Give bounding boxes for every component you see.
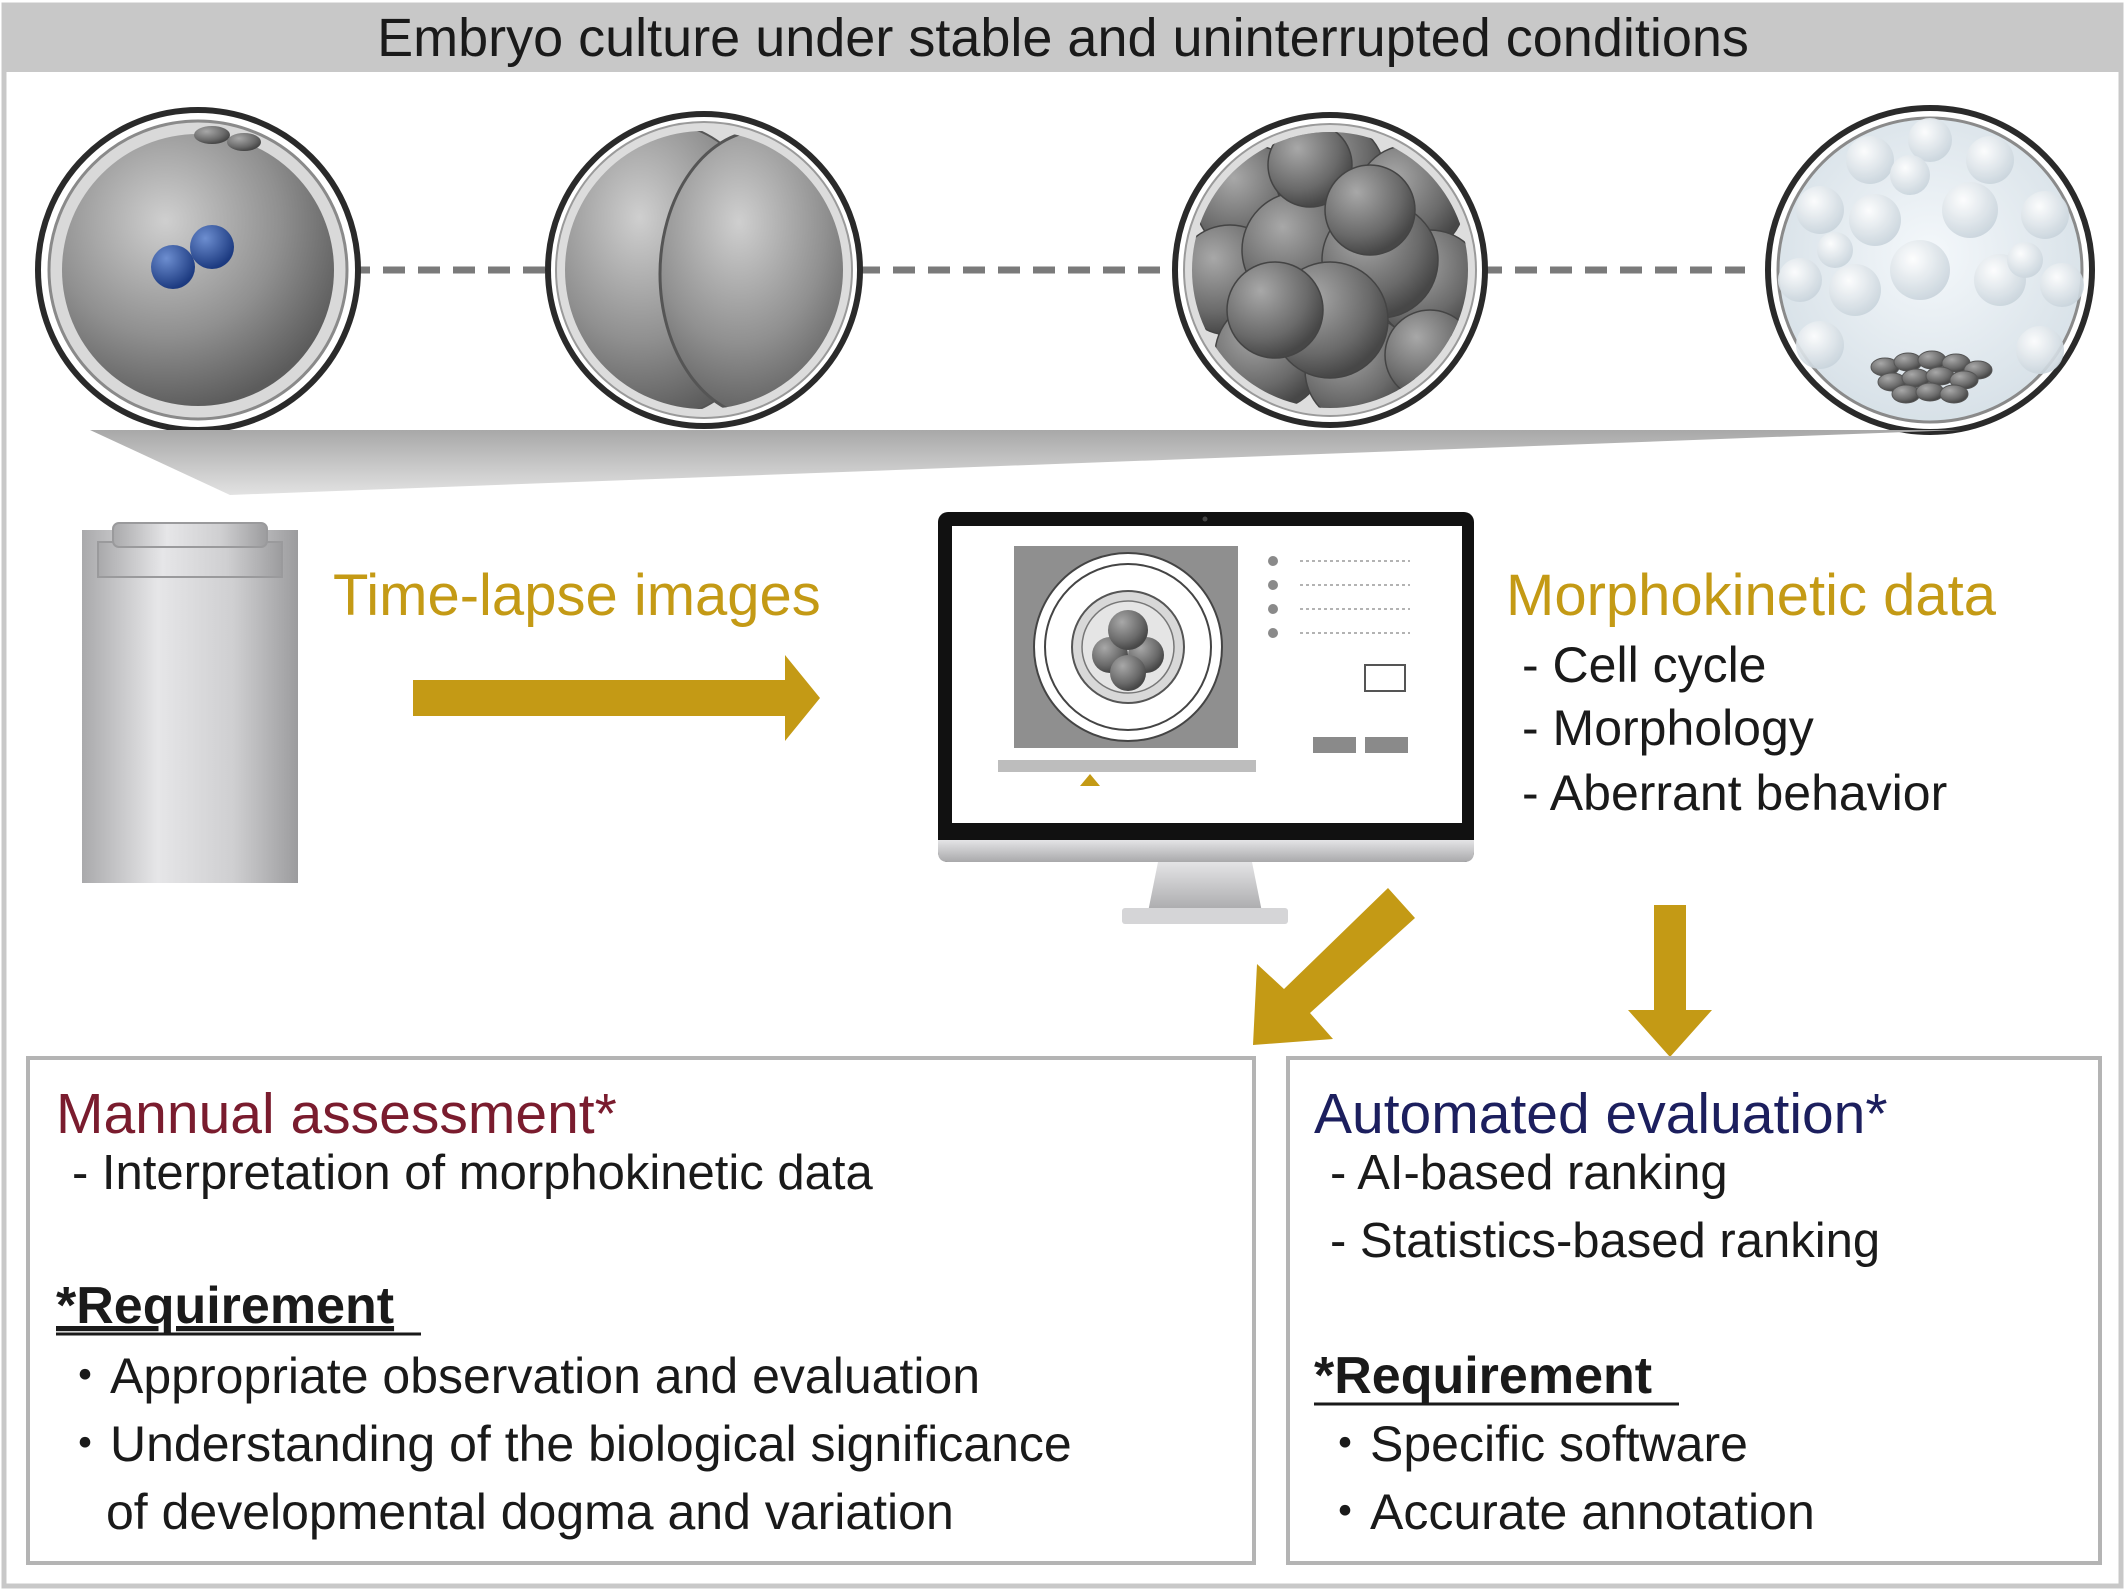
manual-requirement: of developmental dogma and variation	[106, 1484, 954, 1540]
morphokinetic-title: Morphokinetic data	[1506, 563, 1997, 628]
arrow-to-automated	[1628, 905, 1712, 1057]
time-lapse-label: Time-lapse images	[333, 563, 821, 628]
automated-evaluation-box: Automated evaluation* - AI-based ranking…	[1286, 1056, 2102, 1565]
morphokinetic-item: - Cell cycle	[1522, 637, 1766, 693]
automated-requirement-heading: *Requirement	[1314, 1347, 1652, 1405]
two-cell-embryo	[545, 111, 863, 429]
morphokinetic-item: - Morphology	[1522, 700, 1814, 756]
automated-title: Automated evaluation*	[1314, 1082, 1888, 1146]
automated-item: - AI-based ranking	[1330, 1146, 1728, 1200]
polar-body	[227, 133, 261, 151]
automated-item: - Statistics-based ranking	[1330, 1214, 1880, 1268]
monitor-icon	[938, 512, 1474, 924]
manual-item: - Interpretation of morphokinetic data	[72, 1146, 874, 1200]
morphokinetic-item: - Aberrant behavior	[1522, 765, 1947, 821]
zygote-embryo	[35, 107, 361, 433]
polar-body	[194, 126, 230, 144]
blastocyst-embryo	[1765, 105, 2095, 435]
automated-requirement: ・Accurate annotation	[1320, 1484, 1815, 1540]
morula-embryo	[1172, 112, 1488, 428]
header-title: Embryo culture under stable and uninterr…	[377, 8, 1749, 68]
microscope-objective	[82, 522, 298, 883]
header-band	[4, 5, 2121, 72]
field-of-view-funnel	[90, 430, 1960, 495]
pronucleus	[190, 225, 234, 269]
arrow-to-manual	[1253, 888, 1415, 1045]
pronucleus	[151, 245, 195, 289]
manual-requirement: ・Appropriate observation and evaluation	[60, 1348, 980, 1404]
manual-requirement: ・Understanding of the biological signifi…	[60, 1416, 1072, 1472]
manual-title: Mannual assessment*	[56, 1082, 617, 1146]
automated-requirement: ・Specific software	[1320, 1416, 1748, 1472]
time-lapse-arrow	[413, 655, 820, 741]
manual-requirement-heading: *Requirement	[56, 1277, 394, 1335]
inner-cell-mass	[1870, 350, 1993, 404]
manual-assessment-box: Mannual assessment* - Interpretation of …	[26, 1056, 1256, 1565]
